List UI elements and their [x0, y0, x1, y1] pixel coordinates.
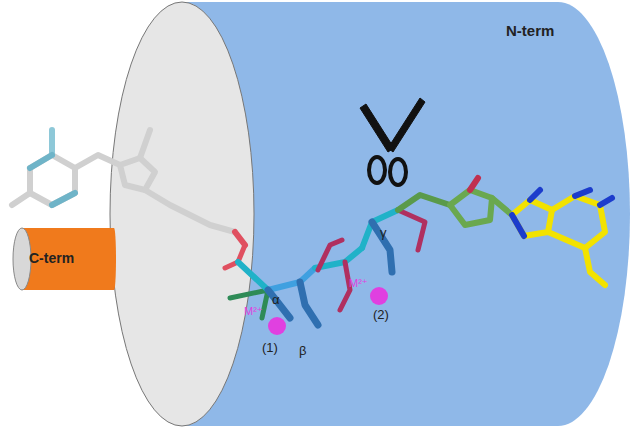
terminus-label: C-term [29, 251, 74, 266]
terminus-label: N-term [506, 23, 554, 40]
phosphate-label: γ [380, 226, 387, 240]
phosphate-label: β [299, 344, 306, 358]
terminal-cylinder: C-term [12, 226, 116, 292]
metal-ion-label: M²⁺ [244, 305, 263, 317]
callout-number: (2) [373, 308, 389, 322]
phosphate-label: α [272, 293, 280, 307]
metal-ion-label: M²⁺ [349, 277, 368, 289]
callout-number: (1) [262, 341, 278, 355]
